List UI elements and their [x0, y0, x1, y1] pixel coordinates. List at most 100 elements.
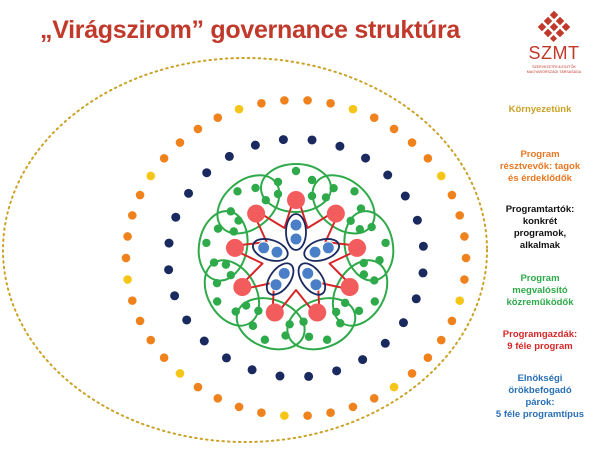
legend-line: párok:: [525, 397, 555, 408]
legend-line: Környezetünk: [508, 104, 572, 115]
participant-dot: [407, 138, 417, 147]
implementer-dot: [367, 222, 376, 232]
board-pair-outline: [265, 262, 295, 296]
participant-dot: [257, 99, 266, 108]
participant-dots: [121, 96, 471, 420]
legend-line: örökbefogadó: [508, 385, 572, 396]
participant-dot: [389, 124, 399, 134]
program-owner-outline: [226, 191, 366, 321]
participant-dot: [234, 402, 244, 412]
participant-dot: [213, 393, 223, 403]
board-dot: [321, 241, 335, 255]
petal-outline: [235, 297, 306, 351]
legend-line: Programtartók:: [505, 204, 575, 215]
program-holder-dots: [164, 135, 428, 381]
implementer-dot: [213, 224, 223, 233]
participant-dot: [128, 211, 137, 220]
program-holder-dot: [278, 135, 288, 145]
implementer-dot: [234, 216, 243, 225]
implementer-dot: [370, 276, 379, 285]
program-holder-dot: [418, 268, 428, 278]
participant-dot: [159, 153, 169, 163]
board-pair-outline: [297, 262, 327, 296]
program-owner-dot: [348, 238, 367, 257]
program-holder-dot: [221, 353, 231, 363]
legend-line: Program: [520, 273, 560, 284]
participant-dot: [257, 408, 266, 417]
environment-ellipse: [2, 57, 488, 443]
implementer-dot: [322, 335, 332, 344]
program-holder-dot: [398, 318, 408, 328]
participant-dot: [326, 99, 335, 108]
program-owner-dot: [225, 238, 244, 257]
participant-dot: [423, 153, 433, 163]
page-title: „Virágszirom” governance struktúra: [40, 16, 461, 44]
participant-dot: [135, 190, 145, 200]
implementer-dot: [226, 270, 236, 280]
implementer-dot: [209, 258, 219, 267]
implementer-dot: [221, 260, 231, 269]
implementer-dot: [241, 301, 251, 310]
program-owner-shape: [225, 191, 367, 322]
board-dot: [289, 232, 303, 246]
program-owner-dot: [247, 204, 266, 223]
board-pair-outline: [252, 238, 289, 262]
implementer-dot: [329, 184, 338, 193]
petal-outline: [197, 210, 249, 282]
implementer-dot: [304, 332, 314, 341]
legend-program-owners: Programgazdák:9 féle program: [486, 329, 594, 353]
implementer-dot: [331, 307, 341, 317]
participant-dot: [389, 382, 399, 392]
implementer-dot: [291, 166, 301, 176]
implementer-dot: [233, 187, 242, 196]
program-holder-dot: [202, 168, 212, 178]
implementer-dot: [370, 297, 380, 306]
board-dot: [308, 245, 322, 259]
participant-dot: [436, 171, 446, 181]
program-holder-dot: [164, 238, 174, 248]
participant-dot: [121, 253, 131, 263]
implementer-dot: [226, 207, 235, 216]
logo-diamond-icon: [537, 10, 571, 43]
program-holder-dot: [250, 140, 260, 150]
implementer-dot: [273, 189, 283, 199]
implementer-dot: [281, 331, 290, 340]
participant-dot: [159, 353, 169, 363]
participant-dot: [326, 408, 335, 417]
legend-line: résztvevők: tagok: [499, 161, 581, 172]
participant-dot: [447, 316, 457, 326]
board-dot: [301, 266, 315, 280]
board-pair-outline: [303, 238, 340, 262]
board-dot: [269, 278, 283, 292]
implementer-dot: [350, 187, 359, 196]
implementer-dot: [359, 270, 369, 279]
petal-outline: [216, 174, 281, 235]
program-holder-dot: [411, 294, 421, 304]
program-holder-dot: [182, 315, 192, 325]
program-owner-dot: [308, 303, 327, 322]
program-holder-dot: [332, 366, 342, 376]
program-owner-dot: [340, 278, 359, 296]
participant-dot: [303, 411, 312, 420]
participant-dot: [128, 296, 137, 305]
participant-dot: [423, 353, 433, 363]
board-dot: [277, 266, 291, 280]
program-holder-dot: [199, 336, 209, 346]
participant-dot: [175, 138, 185, 147]
program-holder-dot: [307, 135, 317, 145]
legend-line: alkalmak: [519, 240, 561, 251]
implementer-dot: [202, 238, 211, 248]
participant-dot: [303, 96, 312, 105]
program-holder-dot: [418, 241, 428, 251]
program-owner-dot: [265, 303, 284, 322]
participant-dot: [193, 382, 203, 392]
participant-dot: [447, 190, 457, 200]
participant-dot: [460, 232, 469, 241]
legend-line: Program: [520, 149, 560, 160]
participant-dot: [175, 369, 185, 378]
implementer-dot: [248, 321, 258, 331]
participant-dot: [135, 316, 145, 326]
